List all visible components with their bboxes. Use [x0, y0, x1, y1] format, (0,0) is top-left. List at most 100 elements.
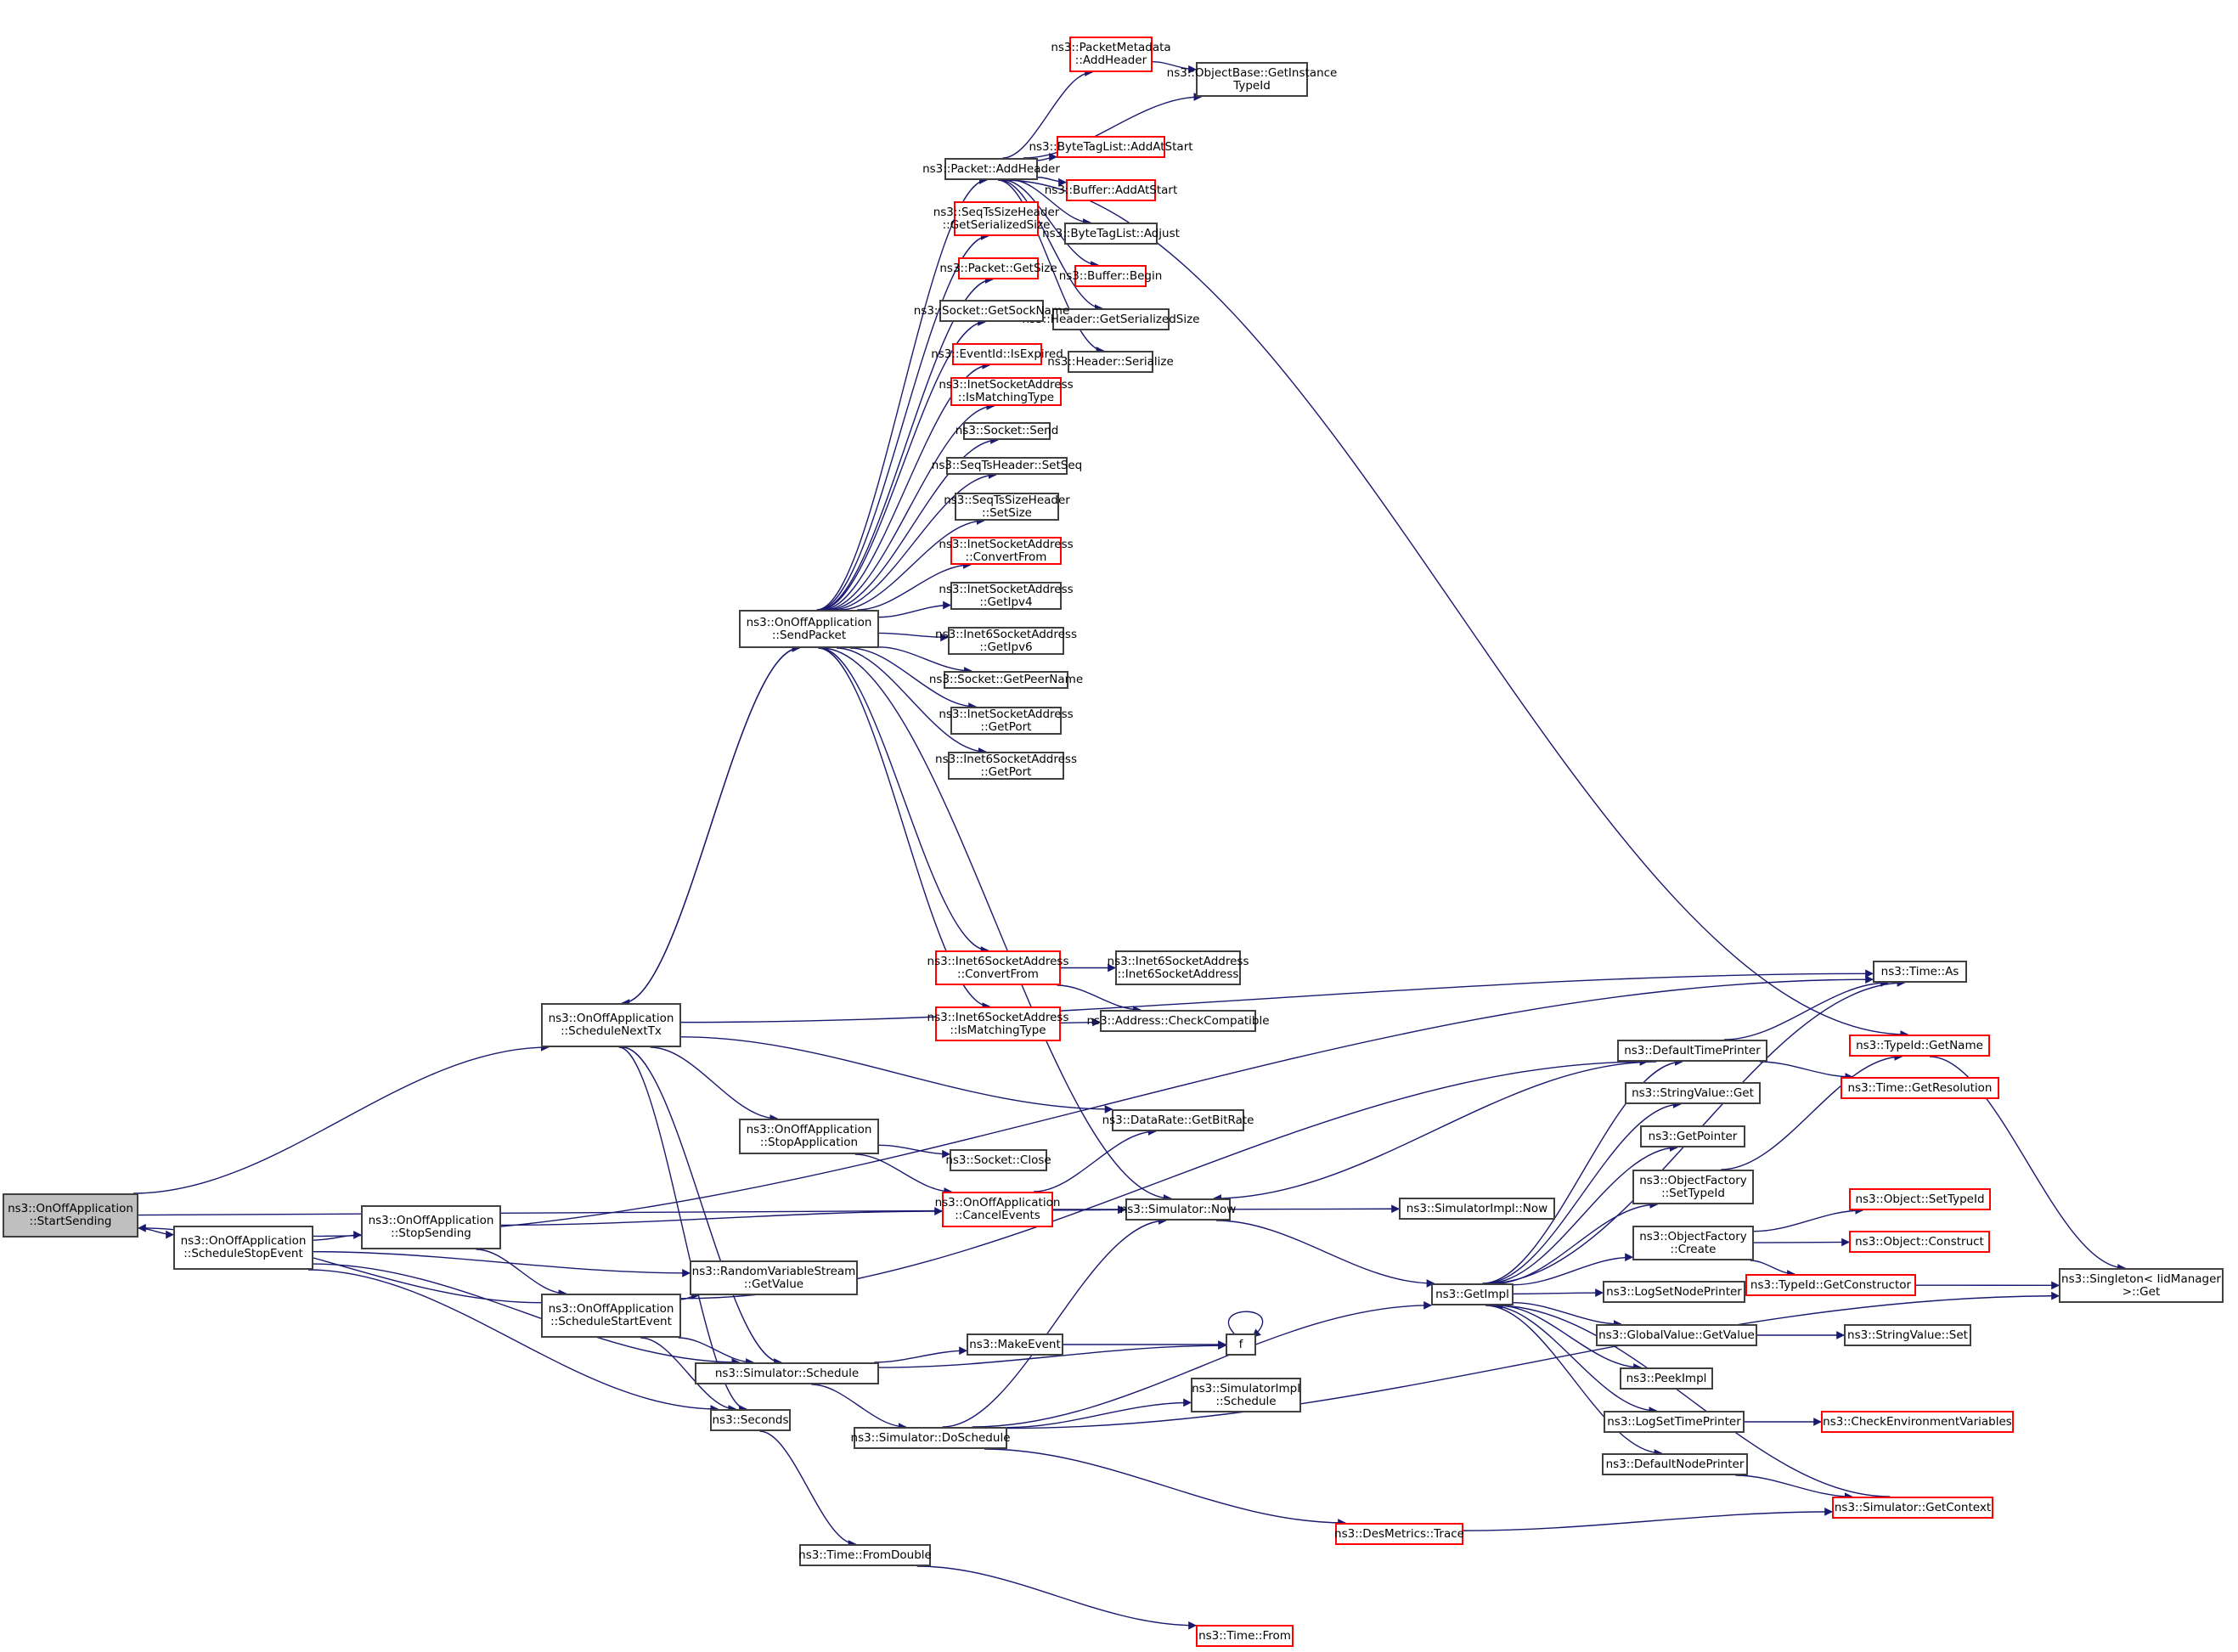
node-cancel-events[interactable]: ns3::OnOffApplication ::CancelEvents [935, 1192, 1060, 1227]
edge-send_packet-to-inetsocketaddress_convert_from [857, 561, 972, 611]
node-header-serialize[interactable]: ns3::Header::Serialize [1047, 351, 1174, 373]
edge-simulator_get_context-to-get_impl [1494, 1301, 1891, 1497]
node-label: ns3::Socket::GetPeerName [928, 673, 1084, 686]
node-time-as[interactable]: ns3::Time::As [1873, 961, 1967, 983]
node-label: ns3::ObjectFactory ::Create [1639, 1229, 1747, 1256]
edge-packet_add_header-to-bytetaglist_add_at_start [1037, 152, 1057, 161]
node-address-check-compatible[interactable]: ns3::Address::CheckCompatible [1087, 1010, 1270, 1032]
node-label: ns3::OnOffApplication ::StopSending [368, 1214, 494, 1240]
node-label: ns3::LogSetNodePrinter [1606, 1284, 1742, 1299]
node-send-packet[interactable]: ns3::OnOffApplication ::SendPacket [739, 610, 879, 648]
node-object-set-typeid[interactable]: ns3::Object::SetTypeId [1849, 1188, 1991, 1210]
node-seqtsheader-set-seq[interactable]: ns3::SeqTsHeader::SetSeq [932, 457, 1082, 475]
edge-default_node_printer-to-simulator_get_context [1735, 1474, 1853, 1501]
node-typeid-get-name[interactable]: ns3::TypeId::GetName [1849, 1035, 1990, 1057]
node-inetsocketaddress-get-port[interactable]: ns3::InetSocketAddress ::GetPort [939, 707, 1074, 735]
edge-packet_add_header-to-buffer_begin [1003, 179, 1099, 269]
node-objectfactory-set-typeid[interactable]: ns3::ObjectFactory ::SetTypeId [1632, 1170, 1754, 1204]
node-object-construct[interactable]: ns3::Object::Construct [1849, 1231, 1990, 1253]
node-inet6socketaddress-get-port[interactable]: ns3::Inet6SocketAddress ::GetPort [935, 752, 1077, 780]
edge-schedule_next_tx-to-simulator_schedule [622, 1046, 782, 1367]
node-simulatorimpl-now[interactable]: ns3::SimulatorImpl::Now [1399, 1198, 1555, 1220]
node-label: ns3::DefaultNodePrinter [1605, 1457, 1745, 1471]
node-default-time-printer[interactable]: ns3::DefaultTimePrinter [1617, 1040, 1767, 1062]
node-log-set-time-printer[interactable]: ns3::LogSetTimePrinter [1604, 1411, 1745, 1433]
node-time-from-double[interactable]: ns3::Time::FromDouble [798, 1544, 932, 1566]
node-stop-sending[interactable]: ns3::OnOffApplication ::StopSending [361, 1205, 501, 1249]
node-time-get-resolution[interactable]: ns3::Time::GetResolution [1841, 1077, 1999, 1099]
node-schedule-start-event[interactable]: ns3::OnOffApplication ::ScheduleStartEve… [541, 1294, 681, 1338]
node-default-node-printer[interactable]: ns3::DefaultNodePrinter [1602, 1453, 1748, 1475]
node-label: ns3::InetSocketAddress ::IsMatchingType [939, 378, 1074, 404]
node-stop-application[interactable]: ns3::OnOffApplication ::StopApplication [739, 1119, 879, 1154]
node-simulator-do-schedule[interactable]: ns3::Simulator::DoSchedule [851, 1427, 1011, 1449]
node-label: ns3::RandomVariableStream ::GetValue [691, 1264, 856, 1291]
edge-packet_add_header-to-buffer_add_at_start [1037, 177, 1067, 187]
node-simulator-get-context[interactable]: ns3::Simulator::GetContext [1832, 1497, 1993, 1519]
node-eventid-is-expired[interactable]: ns3::EventId::IsExpired [931, 343, 1063, 365]
node-datarate-get-bit-rate[interactable]: ns3::DataRate::GetBitRate [1102, 1109, 1254, 1131]
node-inet6socketaddress-ctor[interactable]: ns3::Inet6SocketAddress ::Inet6SocketAdd… [1108, 950, 1249, 985]
node-simulatorimpl-schedule[interactable]: ns3::SimulatorImpl ::Schedule [1191, 1378, 1301, 1412]
node-objectbase-get-instance-typeid[interactable]: ns3::ObjectBase::GetInstance TypeId [1167, 62, 1337, 97]
node-desmetrics-trace[interactable]: ns3::DesMetrics::Trace [1334, 1523, 1464, 1545]
node-make-event[interactable]: ns3::MakeEvent [967, 1333, 1063, 1356]
node-bytetaglist-add-at-start[interactable]: ns3::ByteTagList::AddAtStart [1029, 136, 1193, 158]
node-singleton-iidmanager-get[interactable]: ns3::Singleton< IidManager >::Get [2059, 1268, 2224, 1303]
node-label: ns3::InetSocketAddress ::ConvertFrom [939, 537, 1074, 564]
node-stringvalue-set[interactable]: ns3::StringValue::Set [1844, 1324, 1971, 1346]
node-globalvalue-get-value[interactable]: ns3::GlobalValue::GetValue [1596, 1324, 1757, 1346]
node-seconds[interactable]: ns3::Seconds [710, 1409, 791, 1431]
node-schedule-stop-event[interactable]: ns3::OnOffApplication ::ScheduleStopEven… [173, 1226, 313, 1270]
edge-simulator_schedule-to-f [878, 1341, 1226, 1368]
node-socket-close[interactable]: ns3::Socket::Close [945, 1149, 1051, 1171]
node-inet6socketaddress-convert-from[interactable]: ns3::Inet6SocketAddress ::ConvertFrom [927, 950, 1068, 985]
edge-objectfactory_create-to-object_set_typeid [1753, 1206, 1864, 1232]
node-objectfactory-create[interactable]: ns3::ObjectFactory ::Create [1632, 1226, 1754, 1260]
node-get-impl[interactable]: ns3::GetImpl [1431, 1283, 1514, 1305]
node-typeid-get-constructor[interactable]: ns3::TypeId::GetConstructor [1745, 1274, 1916, 1296]
edge-seconds-to-time_from_double [759, 1430, 857, 1548]
node-bytetaglist-adjust[interactable]: ns3::ByteTagList::Adjust [1042, 223, 1180, 245]
edge-send_packet-to-inetsocketaddress_is_matching_type [825, 402, 995, 611]
edge-simulator_do_schedule-to-get_impl [972, 1300, 1432, 1428]
node-buffer-begin[interactable]: ns3::Buffer::Begin [1059, 265, 1162, 287]
node-inet6socketaddress-get-ipv6[interactable]: ns3::Inet6SocketAddress ::GetIpv6 [935, 627, 1077, 655]
node-inetsocketaddress-convert-from[interactable]: ns3::InetSocketAddress ::ConvertFrom [939, 537, 1074, 565]
node-inetsocketaddress-is-matching-type[interactable]: ns3::InetSocketAddress ::IsMatchingType [939, 377, 1074, 406]
node-socket-get-sock-name[interactable]: ns3::Socket::GetSockName [914, 300, 1069, 322]
node-inet6socketaddress-is-matching-type[interactable]: ns3::Inet6SocketAddress ::IsMatchingType [927, 1006, 1068, 1041]
node-packet-get-size[interactable]: ns3::Packet::GetSize [939, 257, 1057, 279]
node-get-pointer[interactable]: ns3::GetPointer [1640, 1125, 1745, 1147]
edge-objectfactory_create-to-typeid_get_constructor [1750, 1260, 1795, 1278]
node-log-set-node-printer[interactable]: ns3::LogSetNodePrinter [1603, 1281, 1745, 1303]
edge-schedule_start_event-to-seconds [640, 1337, 737, 1413]
node-socket-get-peer-name[interactable]: ns3::Socket::GetPeerName [929, 671, 1083, 689]
node-packet-add-header[interactable]: ns3::Packet::AddHeader [922, 158, 1060, 180]
node-buffer-add-at-start[interactable]: ns3::Buffer::AddAtStart [1045, 179, 1177, 201]
node-socket-send[interactable]: ns3::Socket::Send [956, 422, 1058, 440]
node-stringvalue-get[interactable]: ns3::StringValue::Get [1625, 1082, 1761, 1104]
edge-default_time_printer-to-time_get_resolution [1759, 1061, 1854, 1081]
edge-typeid_get_name-to-singleton_iidmanager_get [1930, 1056, 2127, 1272]
node-schedule-next-tx[interactable]: ns3::OnOffApplication ::ScheduleNextTx [541, 1003, 681, 1047]
node-time-from[interactable]: ns3::Time::From [1196, 1625, 1294, 1647]
node-f[interactable]: f [1226, 1333, 1256, 1356]
edge-cancel_events-to-datarate_get_bit_rate [1033, 1127, 1157, 1192]
node-label: ns3::DefaultTimePrinter [1624, 1043, 1761, 1057]
edge-schedule_start_event-to-simulator_schedule [678, 1337, 754, 1367]
node-check-environment-variables[interactable]: ns3::CheckEnvironmentVariables [1821, 1411, 2014, 1433]
node-packet-metadata-add-header[interactable]: ns3::PacketMetadata ::AddHeader [1051, 37, 1171, 72]
node-inetsocketaddress-get-ipv4[interactable]: ns3::InetSocketAddress ::GetIpv4 [939, 582, 1074, 610]
edge-desmetrics_trace-to-simulator_get_context [1463, 1507, 1833, 1531]
node-peek-impl[interactable]: ns3::PeekImpl [1620, 1367, 1713, 1390]
node-header-get-serialized-size[interactable]: ns3::Header::GetSerializedSize [1023, 308, 1200, 330]
node-seqtssizeheader-get-serialized-size[interactable]: ns3::SeqTsSizeHeader ::GetSerializedSize [933, 201, 1059, 236]
node-seqtssizeheader-set-size[interactable]: ns3::SeqTsSizeHeader ::SetSize [944, 493, 1070, 521]
node-simulator-schedule[interactable]: ns3::Simulator::Schedule [695, 1362, 879, 1384]
node-randomvariablestream-get-value[interactable]: ns3::RandomVariableStream ::GetValue [690, 1260, 858, 1295]
edge-simulator_do_schedule-to-singleton_iidmanager_get [1006, 1291, 2060, 1429]
node-simulator-now[interactable]: ns3::Simulator::Now [1120, 1198, 1236, 1221]
edge-simulator_do_schedule-to-simulator_now [942, 1216, 1167, 1428]
